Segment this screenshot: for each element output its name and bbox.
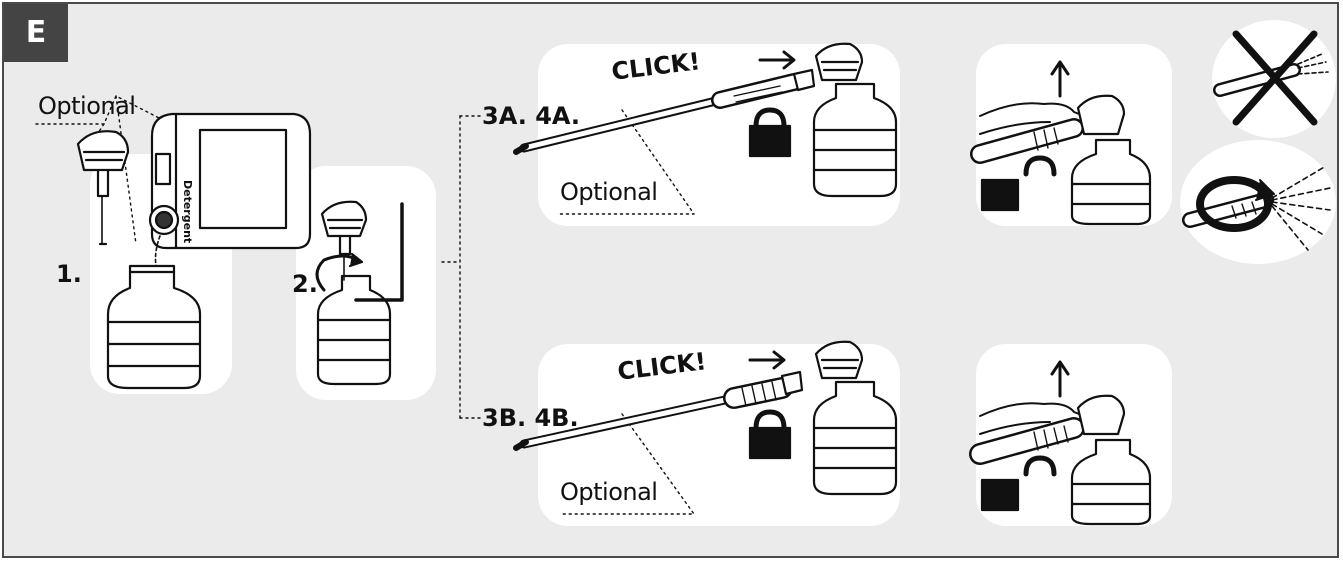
step-2-label: 2. <box>292 270 318 298</box>
bottle-icon-4b <box>1070 394 1152 526</box>
lance-icon-3b <box>513 370 804 451</box>
spray-icon <box>1271 165 1331 251</box>
bottle-icon <box>106 264 202 390</box>
lance-icon-3a <box>513 68 816 155</box>
lock-icon-3a <box>748 107 792 158</box>
hand-icon-4b <box>979 402 1085 435</box>
rotate-arrow-icon-step2 <box>315 254 360 292</box>
lock-icon-3b <box>748 409 792 460</box>
hand-icon-4a <box>979 102 1085 135</box>
prohibited-x-icon <box>1232 30 1318 126</box>
connector-icon-4b <box>969 417 1085 465</box>
unlock-icon-4a <box>980 155 1057 212</box>
connector-icon-4a <box>970 118 1084 164</box>
bottle-icon-step2 <box>316 274 392 386</box>
step-1-label: 1. <box>56 260 82 288</box>
cap-adapter-icon <box>76 130 130 246</box>
rotate-arrow-icon <box>1196 176 1275 232</box>
step-3b-optional-label: Optional <box>560 478 658 506</box>
detergent-label: Detergent <box>181 180 194 244</box>
step-3b-4b-label: 3B. 4B. <box>482 404 579 432</box>
section-letter: E <box>4 4 68 62</box>
tube-icon <box>354 202 404 302</box>
step-3a-4a-label: 3A. 4A. <box>482 102 581 130</box>
cap-adapter-icon-step2 <box>320 200 368 281</box>
detergent-container-icon <box>148 112 312 267</box>
illustration-layer <box>35 30 1331 526</box>
step-1-optional-label: Optional <box>38 92 136 120</box>
unlock-icon-4b <box>980 455 1057 512</box>
bottle-icon-3b <box>812 340 898 496</box>
bottle-icon-4a <box>1070 94 1152 226</box>
bottle-icon-3a <box>812 42 898 198</box>
step-3a-optional-label: Optional <box>560 178 658 206</box>
